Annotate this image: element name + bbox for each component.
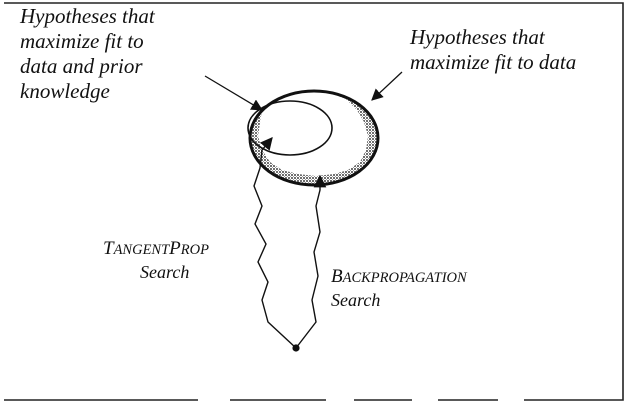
figure-frame [4,2,624,401]
fit-prior-pointer-arrow [204,75,264,111]
fit-data-pointer-arrow [371,71,403,101]
start-point [292,344,300,352]
fit-data-label: Hypotheses that maximize fit to data [409,25,576,74]
fit-prior-label: Hypotheses that maximize fit to data and… [19,4,160,103]
tangentprop-search-path [253,137,297,349]
backpropagation-search-path [295,174,327,349]
fit-to-data-and-prior-region [247,100,333,156]
tangentprop-label: TANGENTPROP Search [103,238,213,282]
backpropagation-label: BACKPROPAGATION Search [331,266,471,310]
